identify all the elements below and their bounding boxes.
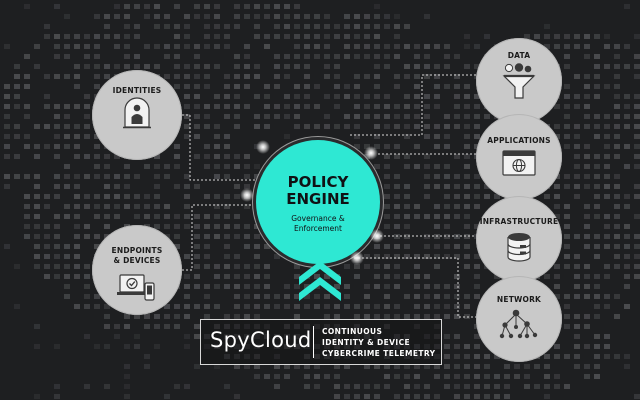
double-chevron-up-icon: [299, 261, 341, 301]
connector-data: [350, 74, 478, 136]
sparkle-bottom-right: [370, 229, 384, 243]
identities-node: IDENTITIES: [92, 70, 182, 160]
policy-engine-circle: POLICY ENGINE Governance & Enforcement: [256, 140, 380, 264]
connector-network: [350, 257, 478, 318]
applications-label: APPLICATIONS: [487, 136, 551, 145]
connector-endpoints: [182, 204, 260, 271]
data-node: DATA: [476, 38, 562, 124]
infrastructure-label: INFRASTRUCTURE: [479, 217, 559, 226]
network-label: NETWORK: [496, 295, 542, 304]
spycloud-brand-box: SpyCloud CONTINUOUS IDENTITY & DEVICE CY…: [200, 319, 442, 365]
identities-label: IDENTITIES: [112, 86, 162, 95]
brand-tagline: CONTINUOUS IDENTITY & DEVICE CYBERCRIME …: [322, 327, 436, 358]
laptop-phone-icon: [117, 274, 155, 301]
endpoints-devices-label: ENDPOINTS & DEVICES: [111, 246, 163, 265]
network-node: NETWORK: [476, 276, 562, 362]
brand-divider: [313, 326, 314, 358]
endpoints-devices-node: ENDPOINTS & DEVICES: [92, 225, 182, 315]
person-in-dome-icon: [123, 97, 151, 129]
data-funnel-icon: [502, 63, 536, 99]
sparkle-top-right: [364, 146, 378, 160]
policy-engine-subtitle: Governance & Enforcement: [291, 214, 345, 233]
data-label: DATA: [507, 51, 531, 60]
connector-identities: [182, 114, 258, 181]
network-tree-icon: [499, 309, 538, 339]
spycloud-logo: SpyCloud: [210, 328, 312, 352]
database-icon: [507, 233, 531, 262]
policy-engine-title: POLICY ENGINE: [286, 173, 350, 208]
infrastructure-node: INFRASTRUCTURE: [476, 196, 562, 282]
sparkle-lower-right: [350, 251, 364, 265]
browser-globe-icon: [502, 150, 536, 176]
sparkle-top-left: [256, 140, 270, 154]
applications-node: APPLICATIONS: [476, 114, 562, 200]
sparkle-left: [240, 188, 254, 202]
